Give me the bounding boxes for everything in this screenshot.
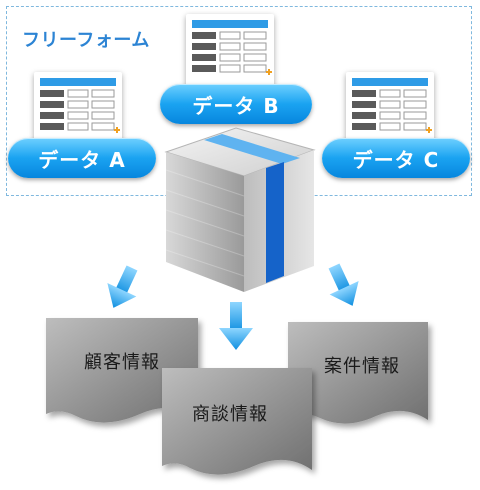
document-case-info	[288, 322, 428, 424]
form-icon-b	[186, 14, 274, 86]
arrow-down-right-icon	[328, 263, 359, 306]
data-a-pill: データ A	[8, 138, 156, 178]
document-customer-info	[46, 318, 198, 423]
form-icon-c	[346, 72, 434, 144]
negotiation-info-label: 商談情報	[192, 404, 268, 425]
form-icon-a	[34, 72, 122, 144]
data-b-pill: データ B	[160, 84, 312, 124]
database-cube-icon	[164, 127, 316, 292]
customer-info-label: 顧客情報	[84, 352, 160, 373]
document-negotiation-info	[162, 368, 312, 475]
arrow-down-left-icon	[107, 265, 138, 308]
arrow-down-icon	[219, 302, 253, 350]
case-info-label: 案件情報	[324, 356, 400, 377]
data-c-pill: データ C	[322, 138, 470, 178]
freeform-title: フリーフォーム	[22, 30, 150, 51]
